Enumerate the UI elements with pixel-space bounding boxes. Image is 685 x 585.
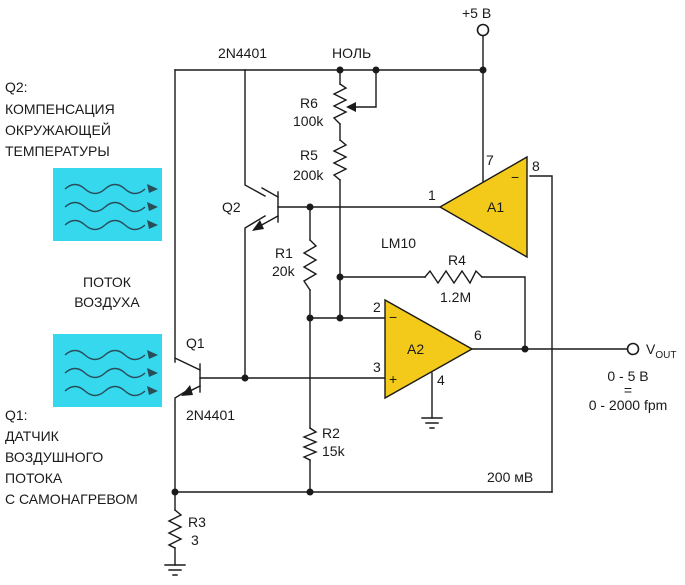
- airflow-box-top: [53, 168, 162, 241]
- r4-value: 1.2M: [440, 289, 471, 305]
- supply-terminal: [476, 23, 490, 37]
- output-range-fpm: 0 - 2000 fpm: [589, 397, 668, 413]
- a2-plus-sign: +: [389, 371, 397, 387]
- r5-value: 200k: [293, 167, 324, 183]
- r6-value: 100k: [293, 113, 324, 129]
- r5-resistor: [332, 139, 348, 181]
- r1-resistor: [302, 239, 318, 291]
- q2-desc-line-2: ОКРУЖАЮЩЕЙ: [5, 121, 111, 138]
- a1-pin-8: 8: [532, 158, 540, 174]
- q1-transistor: [174, 357, 201, 396]
- r3-value: 3: [191, 532, 199, 548]
- r3-ref: R3: [188, 514, 206, 530]
- q2-ref: Q2: [222, 199, 241, 215]
- ic-label: LM10: [381, 235, 416, 251]
- vout-label: VOUT: [646, 341, 676, 361]
- vout-main: V: [646, 341, 656, 357]
- ground-symbol-r3: [164, 564, 186, 576]
- r1-ref: R1: [275, 245, 293, 261]
- r4-resistor: [424, 269, 483, 285]
- output-range-equals: =: [624, 382, 632, 398]
- junction-dots: [171, 66, 529, 496]
- ref-voltage-label: 200 мВ: [487, 469, 533, 485]
- ground-symbol-a2: [421, 417, 443, 429]
- q2-desc-line-1: КОМПЕНСАЦИЯ: [5, 101, 115, 117]
- q1-part-label: 2N4401: [186, 407, 235, 423]
- a1-pin-7: 7: [486, 152, 494, 168]
- q1-desc-line-2: ВОЗДУШНОГО: [5, 449, 103, 465]
- vout-terminal: [626, 342, 640, 356]
- r6-ref: R6: [300, 95, 318, 111]
- a1-ref: A1: [487, 199, 504, 215]
- null-label: НОЛЬ: [332, 45, 371, 61]
- r2-value: 15k: [322, 443, 346, 459]
- r3-resistor: [167, 509, 183, 549]
- airflow-label-line-1: ПОТОК: [83, 274, 132, 290]
- q1-desc-line-1: ДАТЧИК: [5, 428, 60, 444]
- q1-desc-line-4: С САМОНАГРЕВОМ: [5, 491, 138, 507]
- q2-title: Q2:: [5, 79, 28, 95]
- r2-resistor: [302, 427, 318, 461]
- a2-pin-2: 2: [373, 299, 381, 315]
- opamp-a1: [438, 155, 528, 259]
- supply-label: +5 В: [462, 5, 491, 21]
- r6-potentiometer: [332, 83, 356, 125]
- a2-minus-sign: −: [389, 309, 397, 325]
- a1-minus-sign: −: [511, 169, 519, 185]
- a2-pin-6: 6: [474, 327, 482, 343]
- vout-subscript: OUT: [655, 350, 676, 361]
- a2-ref: A2: [407, 341, 424, 357]
- q2-transistor: [252, 187, 279, 231]
- q2-part-label: 2N4401: [218, 45, 267, 61]
- wires: [174, 35, 629, 566]
- a2-pin-3: 3: [373, 359, 381, 375]
- a2-pin-4: 4: [437, 372, 445, 388]
- q1-desc-line-3: ПОТОКА: [5, 470, 63, 486]
- output-range-volts: 0 - 5 В: [607, 368, 648, 384]
- r5-ref: R5: [300, 147, 318, 163]
- q2-desc-line-3: ТЕМПЕРАТУРЫ: [5, 143, 110, 159]
- opamp-a2: [384, 298, 474, 400]
- q1-ref: Q1: [186, 335, 205, 351]
- r1-value: 20k: [272, 263, 296, 279]
- airflow-box-bottom: [53, 334, 162, 407]
- airflow-label-line-2: ВОЗДУХА: [74, 294, 140, 310]
- q1-title: Q1:: [5, 407, 28, 423]
- a1-pin-1: 1: [428, 187, 436, 203]
- r4-ref: R4: [448, 252, 466, 268]
- r2-ref: R2: [322, 425, 340, 441]
